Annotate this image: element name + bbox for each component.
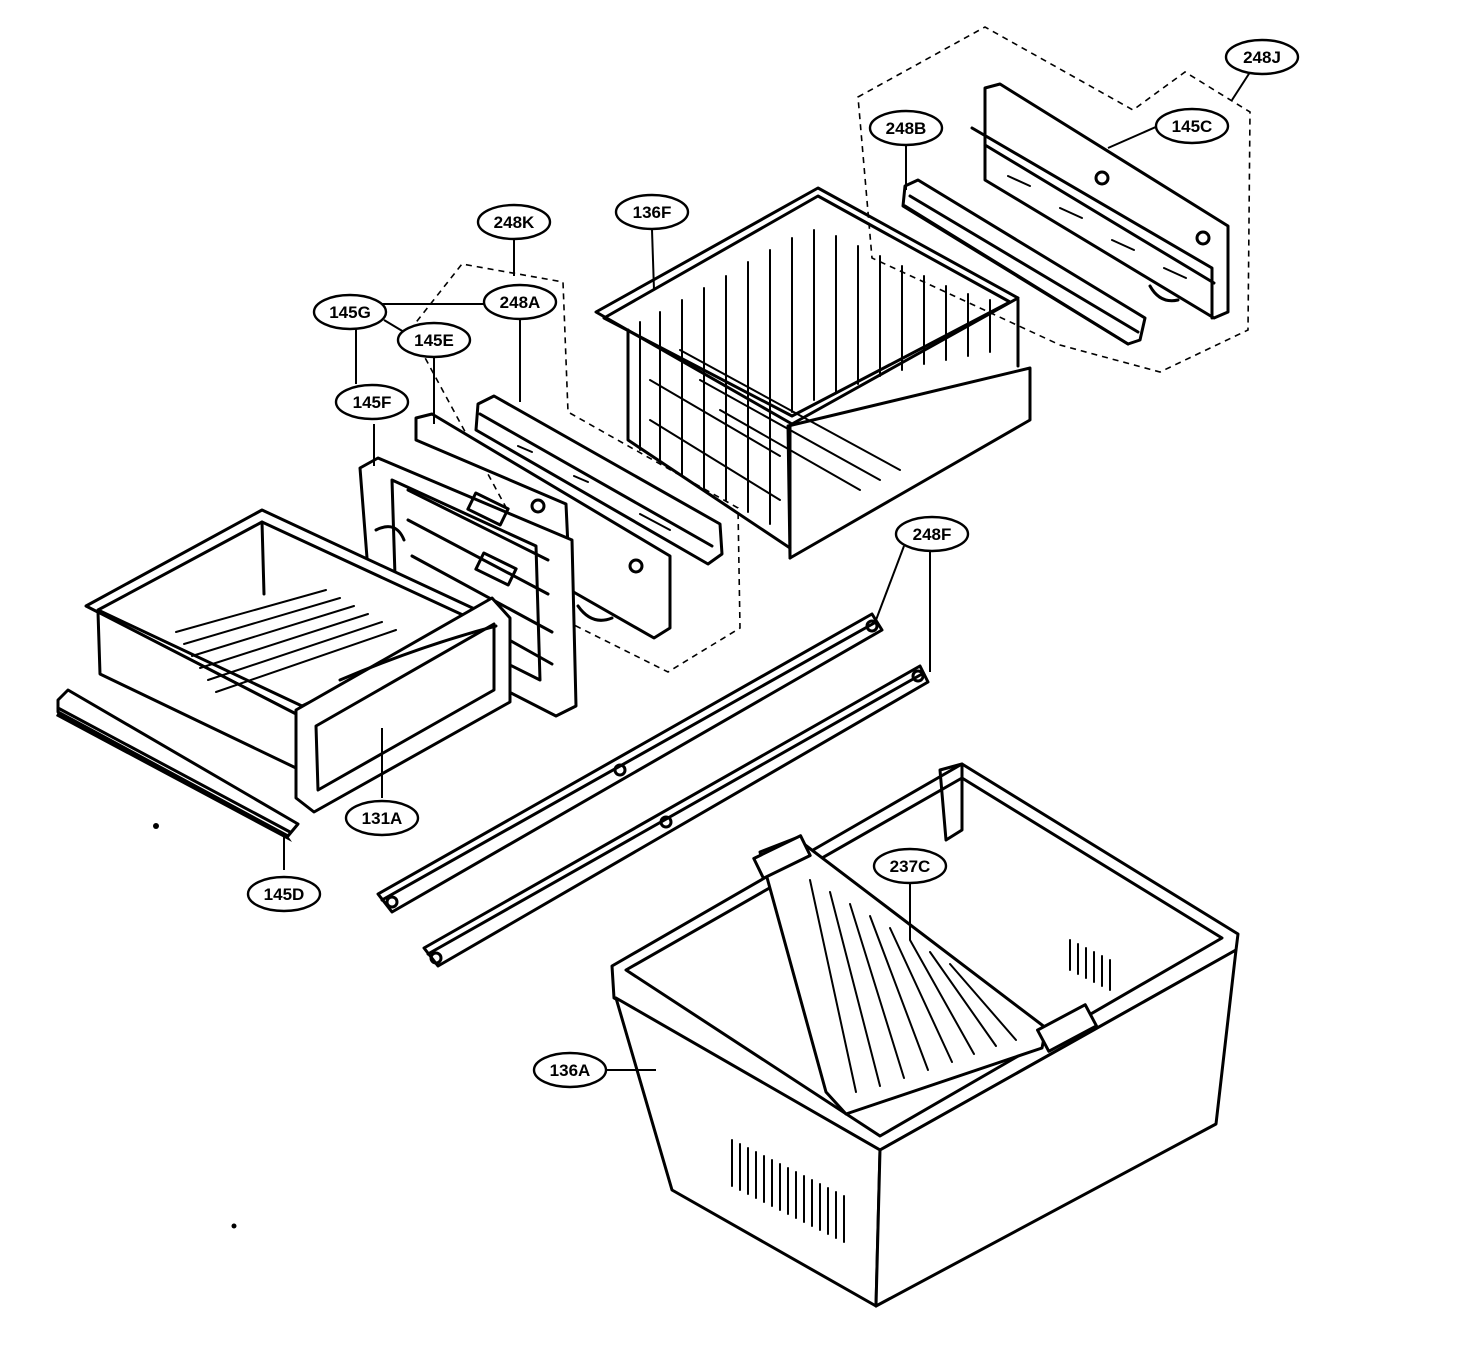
- callout-248K: 248K: [476, 203, 552, 241]
- group-outline-248J: [857, 26, 1251, 373]
- wire-basket-part-136F: [594, 186, 1032, 560]
- callout-248F: 248F: [894, 515, 970, 553]
- group-outline-248K: [409, 263, 741, 673]
- callout-136F: 136F: [614, 193, 690, 231]
- callout-label-237C: 237C: [890, 857, 931, 876]
- scan-speck: [231, 1223, 237, 1229]
- callout-248A: 248A: [482, 283, 558, 321]
- callout-248B: 248B: [868, 109, 944, 147]
- callout-label-145F: 145F: [353, 393, 392, 412]
- callout-145G: 145G: [312, 293, 388, 331]
- callout-label-248J: 248J: [1243, 48, 1281, 67]
- callout-label-136F: 136F: [633, 203, 672, 222]
- callout-label-131A: 131A: [362, 809, 403, 828]
- callout-label-248A: 248A: [500, 293, 541, 312]
- bracket-part-145C: [970, 82, 1230, 320]
- callout-136A: 136A: [532, 1051, 608, 1089]
- callout-248J: 248J: [1224, 38, 1300, 76]
- rail-part-145D: [56, 688, 300, 842]
- callout-label-248B: 248B: [886, 119, 927, 138]
- callout-label-136A: 136A: [550, 1061, 591, 1080]
- callout-131A: 131A: [344, 799, 420, 837]
- bracket-panel-part-145E: [414, 412, 672, 640]
- callout-145F: 145F: [334, 383, 410, 421]
- callout-145C: 145C: [1154, 107, 1230, 145]
- scan-speck: [153, 823, 159, 829]
- callout-label-145G: 145G: [329, 303, 371, 322]
- callout-145D: 145D: [246, 875, 322, 913]
- slide-rail-part-248A: [474, 394, 724, 566]
- callout-237C: 237C: [872, 847, 948, 885]
- rails-part-248F: [376, 612, 930, 968]
- callout-145E: 145E: [396, 321, 472, 359]
- callout-label-145C: 145C: [1172, 117, 1213, 136]
- callout-label-145E: 145E: [414, 331, 454, 350]
- drawer-part-131A: [84, 508, 512, 814]
- callout-label-248F: 248F: [913, 525, 952, 544]
- callout-label-145D: 145D: [264, 885, 305, 904]
- divider-part-237C: [752, 834, 1098, 1116]
- rail-part-248B: [901, 178, 1147, 346]
- callout-label-248K: 248K: [494, 213, 535, 232]
